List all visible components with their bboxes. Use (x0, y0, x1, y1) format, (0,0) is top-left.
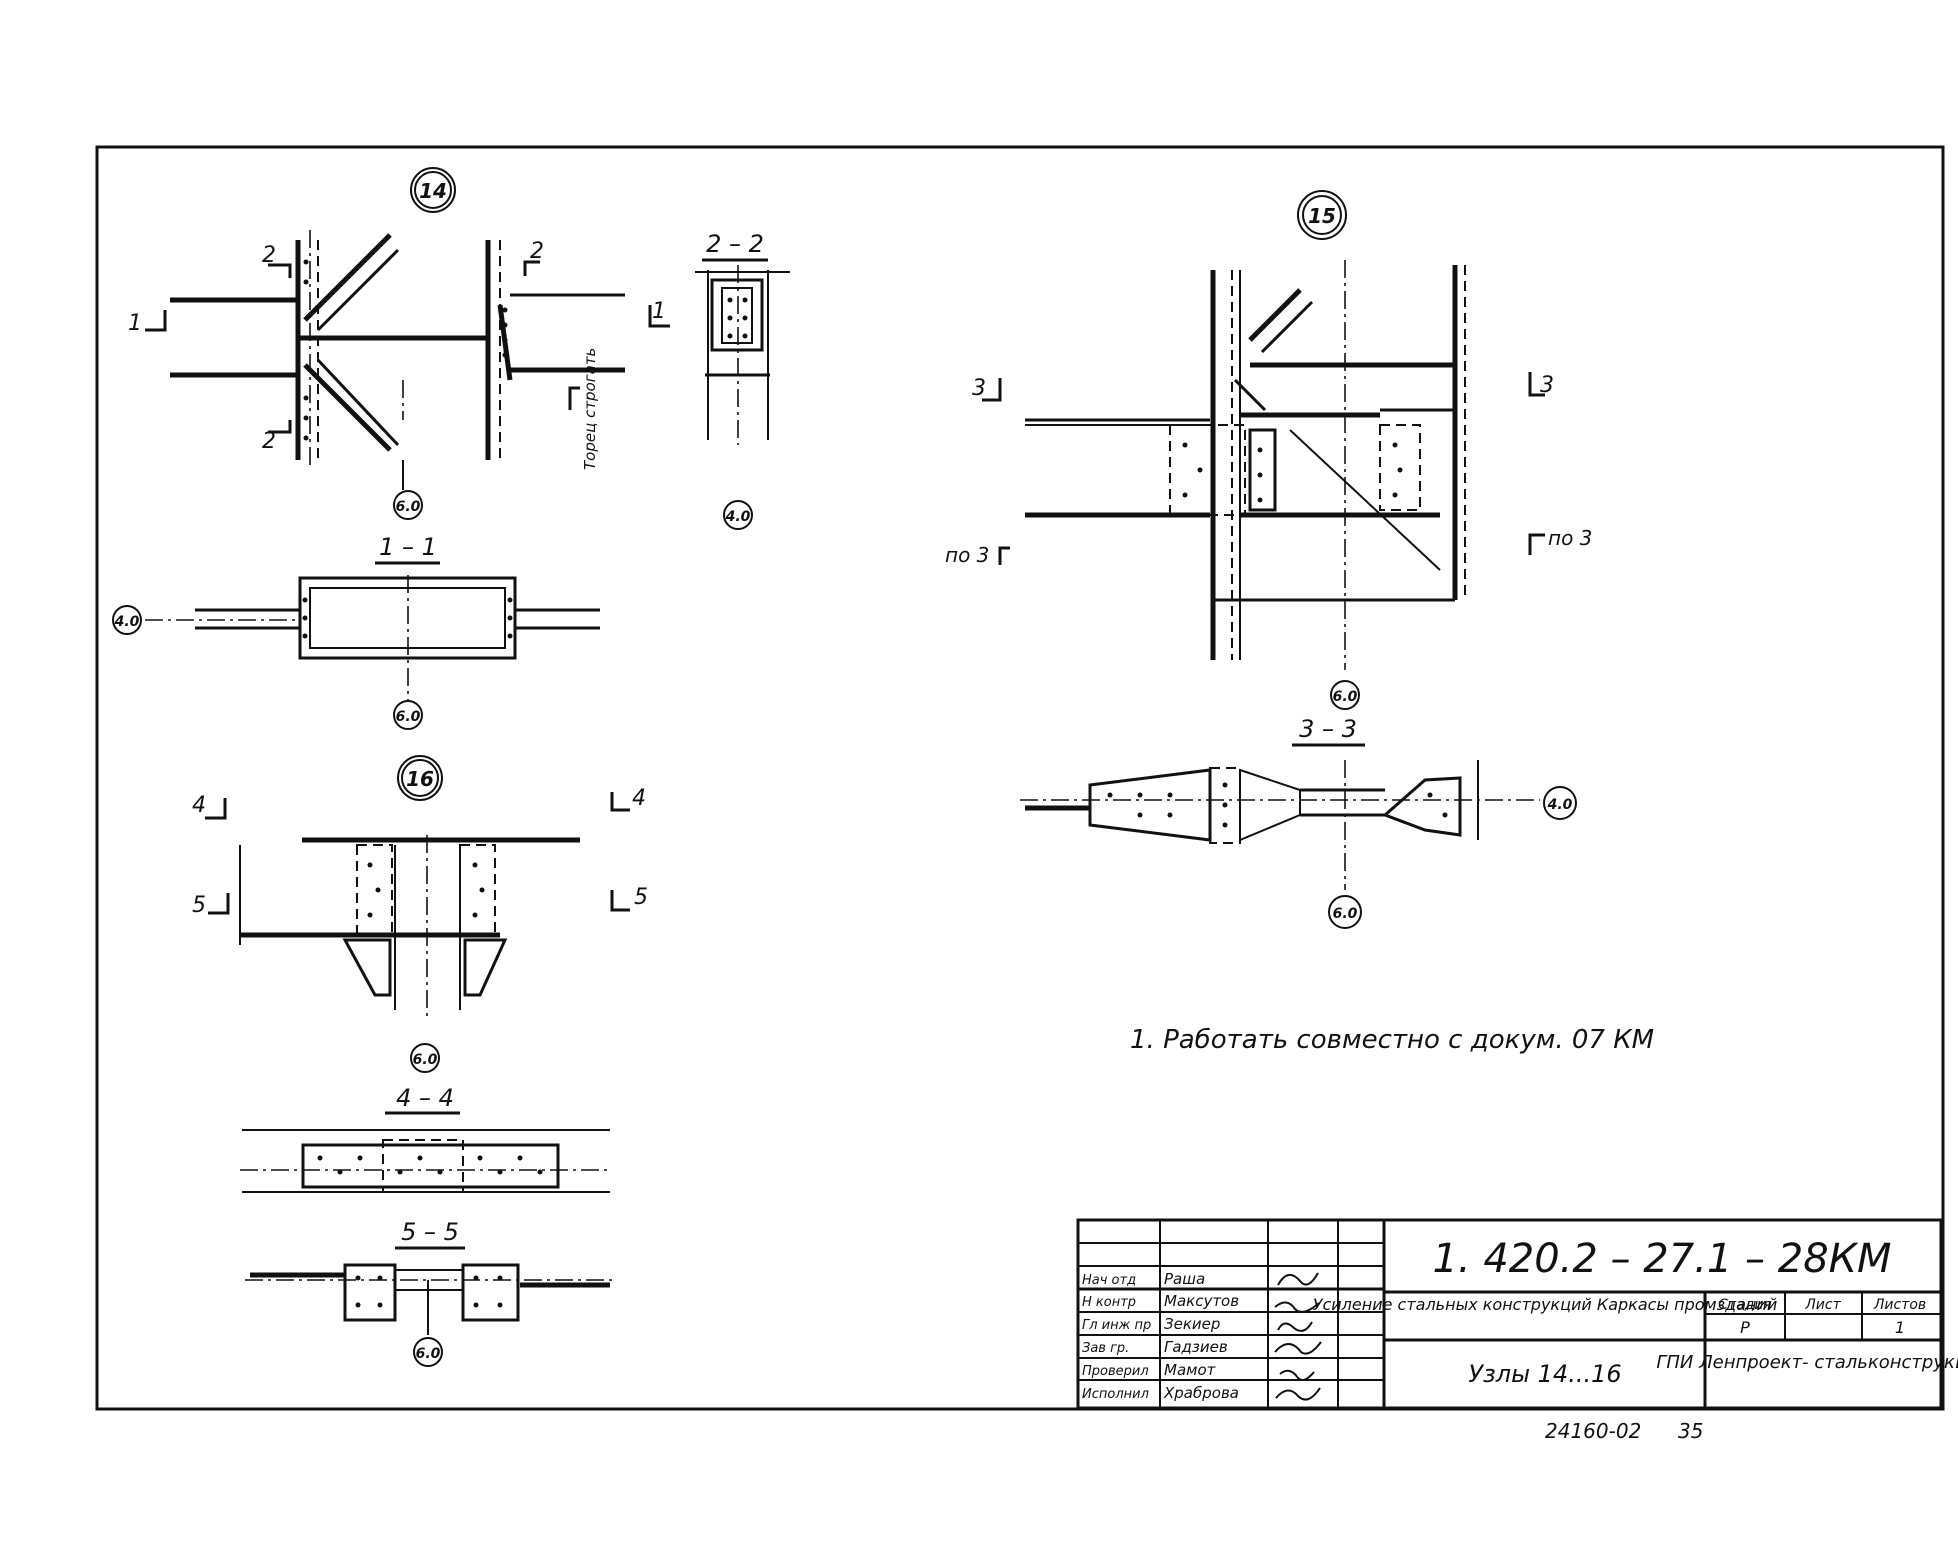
stage-label: Стадия (1718, 1297, 1772, 1313)
axis-60-section11: 6.0 (396, 709, 421, 725)
section-5-5: 5 – 5 6.0 (245, 1218, 615, 1367)
staff-name: Максутов (1164, 1292, 1239, 1310)
axis-60-section33: 6.0 (1333, 906, 1358, 922)
cut-3-right: 3 (1540, 373, 1554, 398)
axis-60-node16: 6.0 (413, 1052, 438, 1068)
cut-4-right: 4 (632, 786, 646, 811)
node-15-view: 15 3 3 по 3 по 3 (945, 190, 1592, 710)
signatures (1274, 1272, 1322, 1401)
node-15-number: 15 (1308, 204, 1336, 228)
axis-40-section33: 4.0 (1547, 797, 1573, 813)
section-3-3-title: 3 – 3 (1299, 715, 1357, 743)
object-name: Усиление стальных конструкций Каркасы пр… (1313, 1295, 1778, 1314)
staff-role: Нач отд (1082, 1273, 1136, 1288)
staff-role: Гл инж пр (1082, 1318, 1151, 1333)
organization: ГПИ Ленпроект- стальконструкция (1656, 1352, 1958, 1373)
staff-name: Зекиер (1164, 1315, 1220, 1333)
section-1-1-title: 1 – 1 (379, 533, 437, 561)
node-16-number: 16 (406, 767, 434, 791)
staff-role: Н контр (1082, 1295, 1136, 1310)
side-note: Торец строгать (581, 348, 599, 470)
section-3-3: 3 – 3 4.0 6.0 (1020, 715, 1577, 929)
cut-5-left: 5 (192, 893, 206, 918)
axis-40-section22: 4.0 (725, 509, 751, 525)
cut-5-right: 5 (634, 885, 648, 910)
cut-po3-right: по 3 (1548, 526, 1592, 550)
sheet-label: Лист (1804, 1297, 1841, 1313)
section-5-5-title: 5 – 5 (401, 1218, 459, 1246)
cut-2-top-left: 2 (262, 243, 276, 268)
footer-page: 35 (1678, 1419, 1703, 1443)
drawing-designation: 1. 420.2 – 27.1 – 28КМ (1432, 1236, 1891, 1282)
axis-60-node15: 6.0 (1333, 689, 1358, 705)
stage-value: Р (1740, 1318, 1750, 1337)
footer-code: 24160-02 (1545, 1419, 1641, 1443)
cut-2-bottom-left: 2 (262, 429, 276, 454)
staff-name: Храброва (1163, 1384, 1239, 1402)
staff-name: Раша (1164, 1270, 1205, 1288)
section-4-4: 4 – 4 (240, 1084, 612, 1193)
staff-role: Проверил (1082, 1364, 1149, 1379)
staff-name: Гадзиев (1164, 1338, 1228, 1356)
cut-po3-left: по 3 (945, 543, 989, 567)
cut-4-left: 4 (192, 793, 206, 818)
cut-3-left: 3 (972, 376, 986, 401)
cut-1-right: 1 (652, 299, 666, 324)
staff-role: Исполнил (1082, 1387, 1149, 1402)
cut-1-left: 1 (128, 311, 142, 336)
node-16-view: 16 4 4 5 5 6.0 (192, 755, 648, 1073)
staff-role: Зав гр. (1082, 1341, 1129, 1356)
node-14-number: 14 (419, 179, 447, 203)
section-2-2: 2 – 2 4.0 (695, 230, 790, 530)
section-2-2-title: 2 – 2 (706, 230, 764, 258)
sheet-frame (95, 145, 1945, 1411)
axis-60-node14: 6.0 (396, 499, 421, 515)
sheets-value: 1 (1895, 1318, 1905, 1337)
axis-40-section11: 4.0 (114, 614, 140, 630)
staff-name: Мамот (1164, 1361, 1217, 1379)
section-4-4-title: 4 – 4 (396, 1084, 454, 1112)
cut-2-top-right: 2 (530, 239, 544, 264)
section-1-1: 1 – 1 4.0 6.0 (112, 533, 600, 730)
sheets-label: Листов (1873, 1297, 1926, 1313)
node-14-view: 14 2 2 2 1 1 (128, 167, 670, 520)
sheet-title: Узлы 14...16 (1468, 1360, 1621, 1388)
general-note: 1. Работать совместно с докум. 07 КМ (1130, 1025, 1654, 1055)
title-block: 1. 420.2 – 27.1 – 28КМ Усиление стальных… (1076, 1218, 1958, 1410)
axis-60-section55: 6.0 (416, 1346, 441, 1362)
